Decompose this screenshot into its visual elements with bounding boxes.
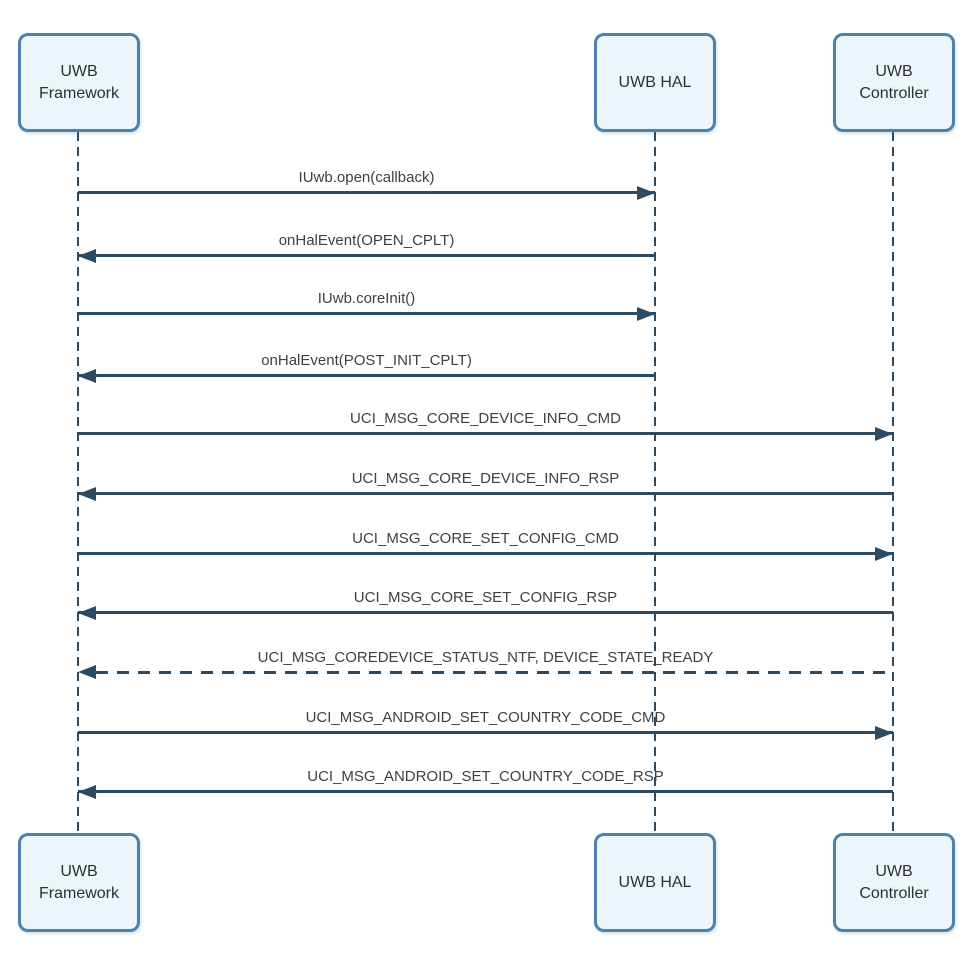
- actor-box-uwb-hal-bottom: UWB HAL: [594, 833, 716, 932]
- message-line: [78, 254, 655, 257]
- actor-label: UWB Framework: [38, 862, 119, 902]
- message-label: IUwb.coreInit(): [317, 290, 416, 307]
- actor-box-uwb-controller-top: UWB Controller: [833, 33, 955, 132]
- lifeline-uwb-framework: [77, 132, 79, 833]
- arrowhead-left-icon: [78, 665, 96, 679]
- arrowhead-right-icon: [637, 307, 655, 321]
- message-line: [78, 191, 655, 194]
- message-label: onHalEvent(OPEN_CPLT): [278, 232, 455, 249]
- message-line-dashed: [96, 671, 893, 674]
- actor-label: UWB Framework: [38, 62, 119, 102]
- arrowhead-left-icon: [78, 785, 96, 799]
- message-line: [78, 374, 655, 377]
- message-label: UCI_MSG_CORE_DEVICE_INFO_CMD: [350, 410, 621, 427]
- arrowhead-right-icon: [875, 726, 893, 740]
- actor-box-uwb-hal-top: UWB HAL: [594, 33, 716, 132]
- actor-label: UWB HAL: [618, 73, 692, 91]
- message-label: UCI_MSG_ANDROID_SET_COUNTRY_CODE_RSP: [307, 768, 664, 785]
- message-line: [78, 611, 893, 614]
- message-label: UCI_MSG_CORE_SET_CONFIG_RSP: [353, 589, 618, 606]
- message-label: UCI_MSG_ANDROID_SET_COUNTRY_CODE_CMD: [305, 709, 666, 726]
- actor-label: UWB Controller: [859, 862, 929, 902]
- message-label: UCI_MSG_CORE_DEVICE_INFO_RSP: [351, 470, 620, 487]
- actor-box-uwb-controller-bottom: UWB Controller: [833, 833, 955, 932]
- message-line: [78, 552, 893, 555]
- arrowhead-right-icon: [875, 547, 893, 561]
- message-line: [78, 731, 893, 734]
- actor-label: UWB Controller: [859, 62, 929, 102]
- lifeline-uwb-hal: [654, 132, 656, 833]
- actor-label: UWB HAL: [618, 873, 692, 891]
- message-label: UCI_MSG_CORE_SET_CONFIG_CMD: [352, 530, 619, 547]
- arrowhead-left-icon: [78, 249, 96, 263]
- message-line: [78, 790, 893, 793]
- arrowhead-left-icon: [78, 487, 96, 501]
- actor-box-uwb-framework-bottom: UWB Framework: [18, 833, 140, 932]
- arrowhead-right-icon: [637, 186, 655, 200]
- actor-box-uwb-framework-top: UWB Framework: [18, 33, 140, 132]
- lifeline-uwb-controller: [892, 132, 894, 833]
- message-label: IUwb.open(callback): [298, 169, 435, 186]
- message-line: [78, 312, 655, 315]
- arrowhead-right-icon: [875, 427, 893, 441]
- arrowhead-left-icon: [78, 606, 96, 620]
- message-line: [78, 492, 893, 495]
- message-label: onHalEvent(POST_INIT_CPLT): [261, 352, 472, 369]
- arrowhead-left-icon: [78, 369, 96, 383]
- message-label: UCI_MSG_COREDEVICE_STATUS_NTF, DEVICE_ST…: [257, 649, 714, 666]
- message-line: [78, 432, 893, 435]
